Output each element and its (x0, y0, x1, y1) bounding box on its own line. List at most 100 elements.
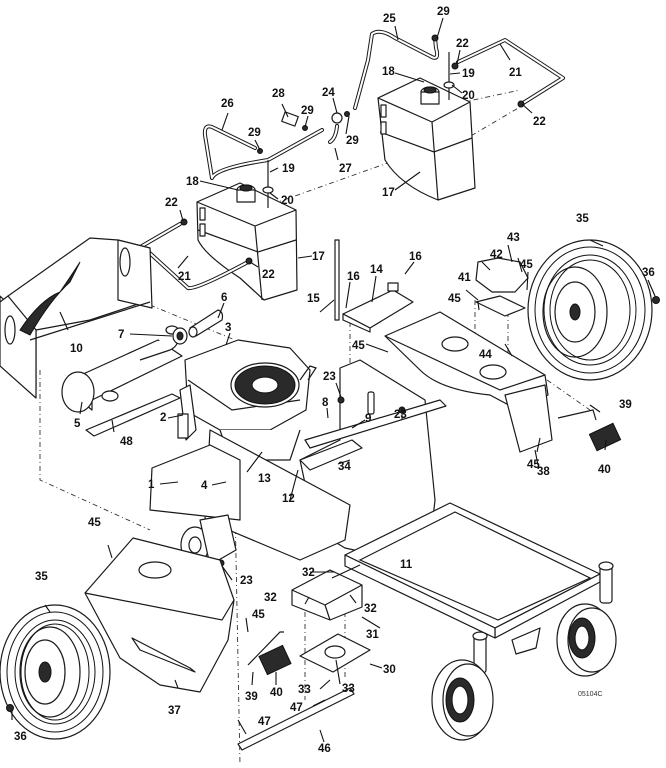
battery-tray (342, 282, 414, 333)
lug-nut-icon (652, 296, 660, 304)
callout-22: 22 (456, 38, 469, 50)
step-left (247, 631, 292, 676)
callout-6: 6 (221, 292, 227, 304)
callout-16: 16 (347, 271, 360, 283)
hold-down-rod (334, 239, 340, 321)
callout-13: 13 (258, 473, 271, 485)
callout-32: 32 (364, 603, 377, 615)
callout-41: 41 (458, 272, 471, 284)
callout-15: 15 (307, 293, 320, 305)
callout-22: 22 (165, 197, 178, 209)
callout-12: 12 (282, 493, 295, 505)
callout-7: 7 (118, 329, 124, 341)
clamp-icon (517, 100, 525, 108)
leader-lines (11, 17, 656, 743)
callout-33: 33 (342, 683, 355, 695)
callout-11: 11 (400, 559, 413, 571)
callout-2: 2 (160, 412, 166, 424)
callout-23: 23 (394, 409, 407, 421)
callout-4: 4 (201, 480, 208, 492)
callout-45: 45 (88, 517, 101, 529)
callout-17: 17 (382, 187, 395, 199)
callout-25: 25 (383, 13, 396, 25)
left-fender (84, 537, 235, 693)
fuel-filter-28 (281, 111, 308, 131)
control-bracket (291, 569, 363, 621)
clamp-icon (451, 62, 459, 70)
callout-21: 21 (178, 271, 191, 283)
callout-32: 32 (264, 592, 277, 604)
callout-45: 45 (520, 259, 533, 271)
callout-31: 31 (366, 629, 379, 641)
lug-nut-icon (6, 704, 14, 712)
callout-42: 42 (490, 249, 503, 261)
right-fender (384, 311, 553, 453)
callout-16: 16 (409, 251, 422, 263)
callout-28: 28 (272, 88, 285, 100)
cup-holder (475, 257, 529, 317)
chassis-frame (149, 359, 447, 561)
callout-1: 1 (148, 479, 155, 491)
step-pad-right (588, 422, 622, 452)
callout-48: 48 (120, 436, 133, 448)
callout-36: 36 (14, 731, 27, 743)
callout-32: 32 (302, 567, 315, 579)
exhaust-gasket (172, 327, 188, 345)
caster-wheel-front (431, 659, 494, 741)
caster-wheel-rear (556, 603, 617, 677)
rear-tire-right (527, 239, 653, 381)
callout-20: 20 (462, 90, 475, 102)
callout-47: 47 (258, 716, 271, 728)
callout-29: 29 (248, 127, 261, 139)
callout-29: 29 (346, 135, 359, 147)
callout-40: 40 (598, 464, 611, 476)
callout-19: 19 (462, 68, 475, 80)
callout-43: 43 (507, 232, 520, 244)
engine (177, 339, 317, 461)
callout-5: 5 (74, 418, 81, 430)
callout-18: 18 (382, 66, 395, 78)
callout-35: 35 (576, 213, 589, 225)
callout-29: 29 (437, 6, 450, 18)
callout-18: 18 (186, 176, 199, 188)
callout-37: 37 (168, 705, 181, 717)
callout-45: 45 (352, 340, 365, 352)
fuel-tank-left (196, 160, 298, 301)
callout-40: 40 (270, 687, 283, 699)
rear-tire-left (0, 604, 111, 740)
exhaust-pipe (188, 309, 224, 338)
callout-45: 45 (448, 293, 461, 305)
callout-22: 22 (533, 116, 546, 128)
callout-44: 44 (479, 349, 492, 361)
callout-8: 8 (322, 397, 329, 409)
callout-3: 3 (225, 322, 231, 334)
muffler (61, 325, 183, 413)
callout-27: 27 (339, 163, 352, 175)
callout-33: 33 (298, 684, 311, 696)
drawing-code: 05104C (578, 691, 603, 698)
callout-24: 24 (322, 87, 335, 99)
callout-39: 39 (245, 691, 258, 703)
callout-34: 34 (338, 461, 351, 473)
hydro-pump (180, 514, 237, 567)
callout-47: 47 (290, 702, 303, 714)
callout-10: 10 (70, 343, 83, 355)
callout-labels: 25 29 22 21 22 18 19 20 17 27 29 24 28 2… (14, 6, 655, 755)
callout-45: 45 (252, 609, 265, 621)
deck-support-bar (237, 687, 355, 751)
callout-23: 23 (240, 575, 253, 587)
callout-35: 35 (35, 571, 48, 583)
callout-17: 17 (312, 251, 325, 263)
callout-19: 19 (282, 163, 295, 175)
callout-45: 45 (527, 459, 540, 471)
fuel-tank-right (377, 52, 476, 201)
callout-26: 26 (221, 98, 234, 110)
callout-20: 20 (281, 195, 294, 207)
muffler-guard (0, 237, 153, 399)
deck-frame (344, 502, 614, 674)
callout-21: 21 (509, 67, 522, 79)
mount-plate (299, 633, 371, 673)
callout-23: 23 (323, 371, 336, 383)
heat-shield (85, 393, 181, 437)
